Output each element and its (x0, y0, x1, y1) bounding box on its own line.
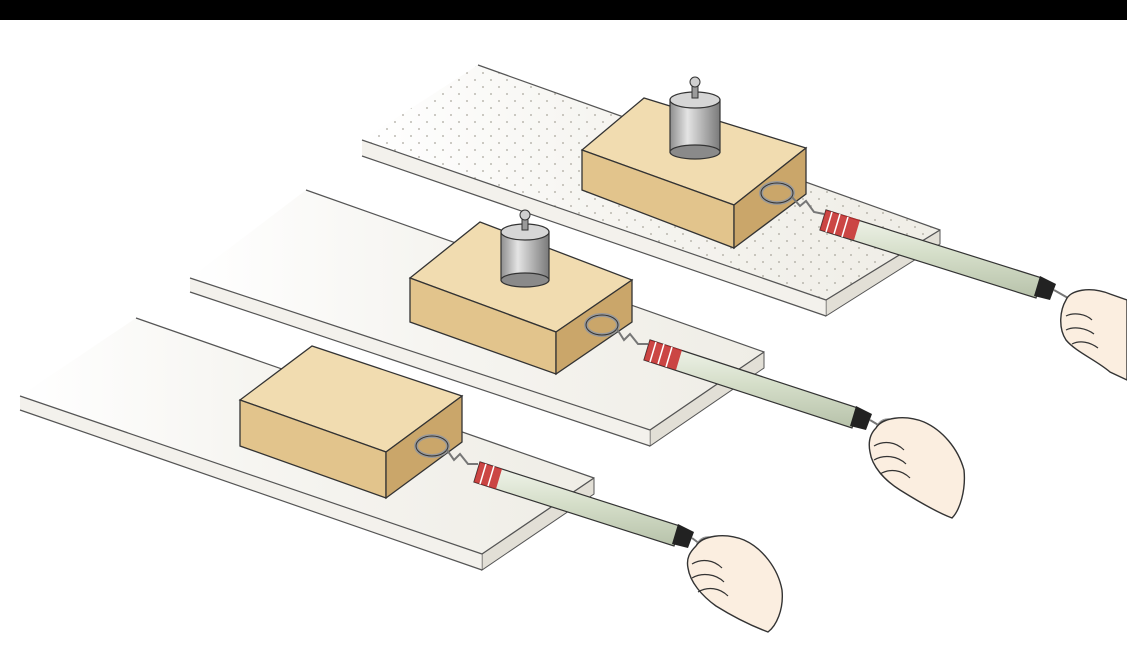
hook-ring (759, 181, 825, 215)
block-bottom (238, 345, 464, 500)
hand-icon (1060, 289, 1127, 381)
setup-smooth-with-mass (189, 189, 966, 519)
hand-icon (686, 535, 784, 633)
weight-icon (500, 209, 550, 288)
hook-ring (414, 434, 478, 465)
weight-icon (669, 76, 721, 160)
setup-rough-surface (361, 64, 1127, 381)
hook-ring (584, 313, 648, 345)
setup-smooth (19, 317, 784, 633)
top-bar (0, 0, 1127, 20)
hand-icon (868, 417, 966, 519)
